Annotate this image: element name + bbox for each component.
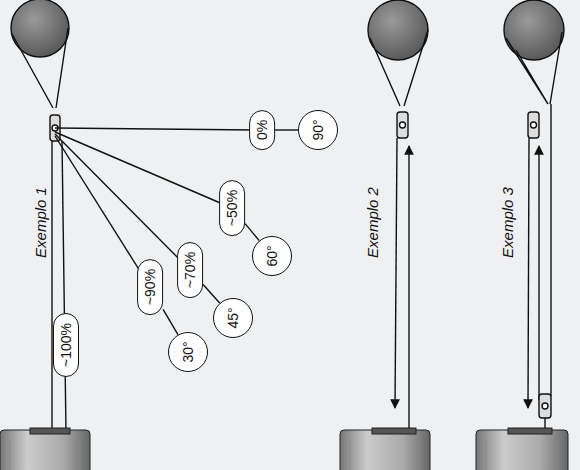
percent-pill: 0%: [249, 110, 275, 150]
angle-circle: 45°: [213, 298, 253, 338]
percent-value: ~50%: [224, 190, 240, 226]
angle-value: 60°: [264, 245, 280, 266]
angle-value: 90°: [310, 119, 326, 140]
percent-value: ~70%: [182, 252, 198, 288]
pull-line: [163, 309, 178, 334]
pull-line: [245, 224, 259, 241]
example-label: Exemplo 3: [498, 187, 515, 258]
pull-line: [275, 129, 298, 130]
angle-circle: 30°: [168, 332, 208, 372]
percent-pill: ~90%: [137, 259, 163, 315]
angle-circle: 60°: [252, 236, 292, 276]
percent-value: ~100%: [58, 323, 74, 367]
angle-circle: 90°: [298, 110, 338, 150]
percent-pill: ~50%: [219, 180, 245, 236]
percent-pill: ~100%: [53, 313, 79, 377]
percent-pill: ~70%: [177, 242, 203, 298]
pull-line: [203, 285, 220, 304]
example-label: Exemplo 1: [31, 187, 48, 258]
angle-value: 30°: [180, 341, 196, 362]
angle-value: 45°: [225, 307, 241, 328]
example-label: Exemplo 2: [363, 187, 380, 258]
percent-value: 0%: [254, 120, 270, 140]
percent-value: ~90%: [142, 269, 158, 305]
